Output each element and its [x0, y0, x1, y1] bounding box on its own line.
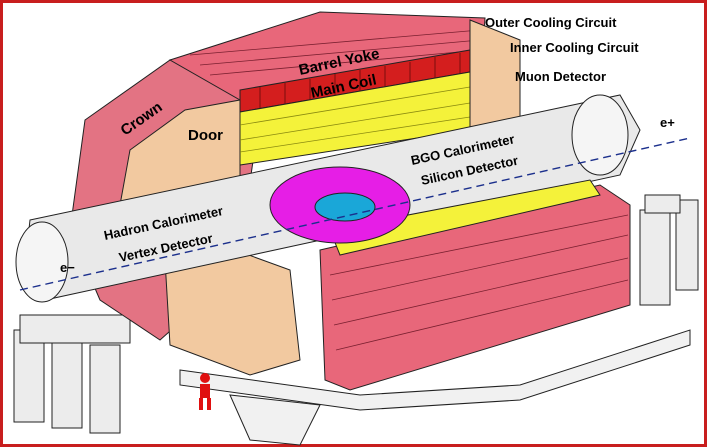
- support-pillars: [13, 194, 699, 434]
- label-door: Door: [188, 127, 223, 144]
- muon-detector-lower: [329, 179, 601, 256]
- beam-axis: [19, 137, 691, 291]
- label-outer-cooling-circuit: Outer Cooling Circuit: [485, 15, 617, 30]
- floor-structure: [179, 329, 691, 446]
- person-figure: [199, 373, 211, 410]
- label-inner-cooling-circuit: Inner Cooling Circuit: [510, 40, 639, 55]
- label-positron: e+: [660, 115, 675, 130]
- label-muon-detector: Muon Detector: [515, 69, 606, 84]
- label-electron: e−: [60, 260, 75, 275]
